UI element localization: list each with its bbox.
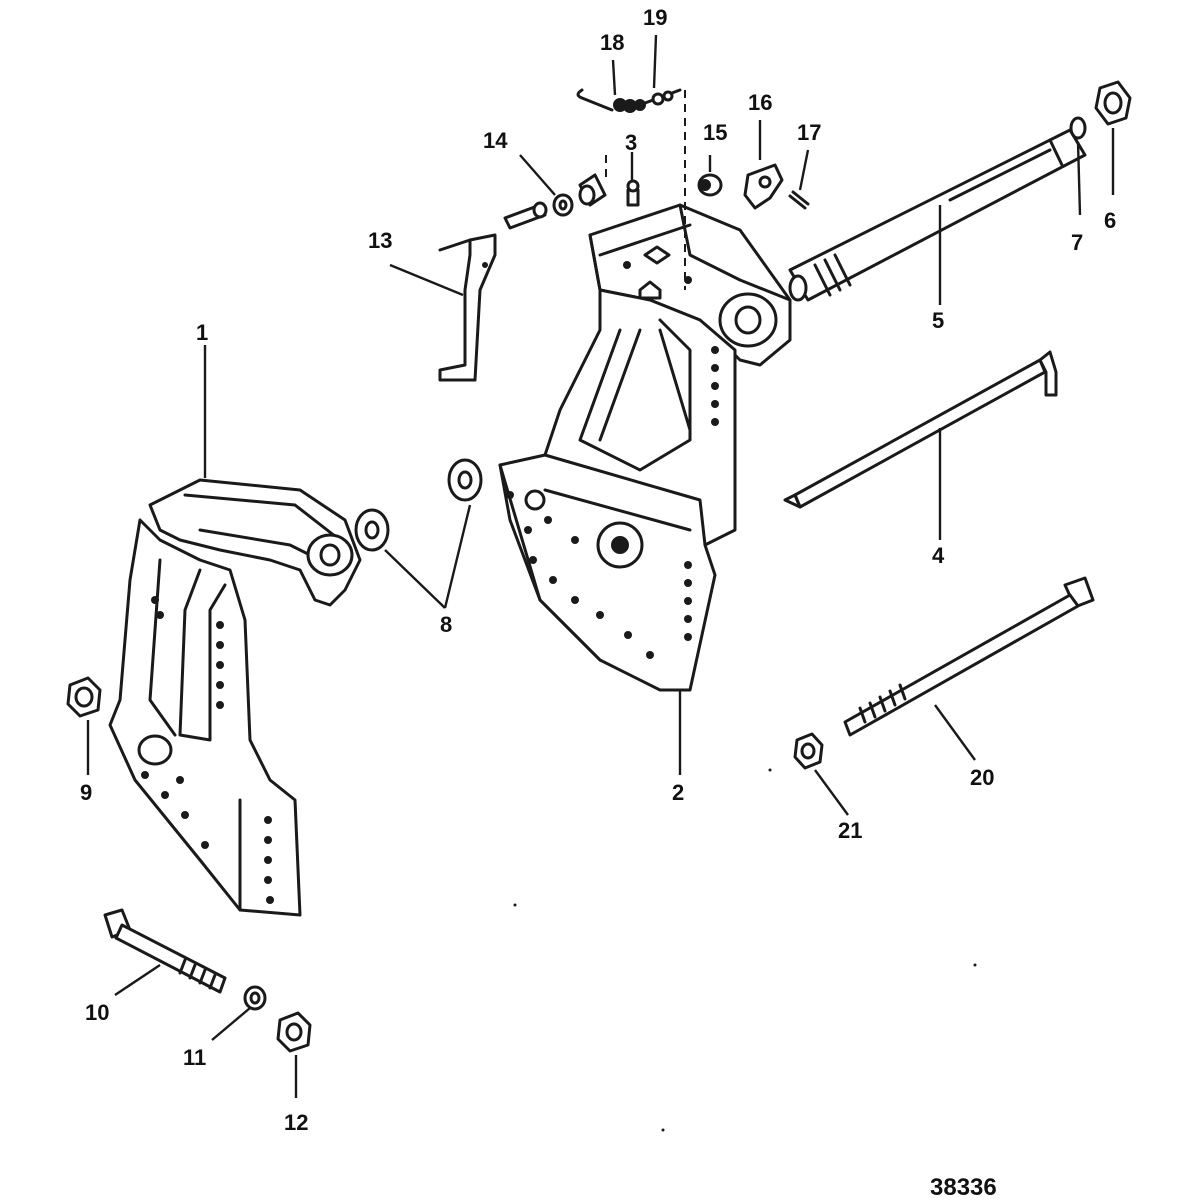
cotter-pin-17-part xyxy=(788,190,810,210)
callout-3: 3 xyxy=(625,130,637,155)
o-ring-7-part xyxy=(1069,116,1087,140)
callout-10: 10 xyxy=(85,1000,109,1025)
callout-labels: 1 2 3 4 5 6 7 8 9 10 11 12 13 14 15 16 1… xyxy=(80,5,1116,1135)
washer-8-left-part xyxy=(354,508,390,552)
callout-11: 11 xyxy=(183,1045,206,1070)
leader-lines xyxy=(86,34,1115,1098)
callout-21: 21 xyxy=(838,818,862,843)
swivel-bracket-part xyxy=(498,203,792,692)
bushing-15-part xyxy=(697,173,723,197)
callout-19: 19 xyxy=(643,5,667,30)
nut-6-part xyxy=(1094,80,1132,126)
figure-number: 38336 xyxy=(930,1174,997,1200)
bolt-20-part xyxy=(843,576,1095,737)
washer-8-right-part xyxy=(447,458,483,502)
swivel-shaft-part xyxy=(788,128,1087,302)
callout-13: 13 xyxy=(368,228,392,253)
callout-9: 9 xyxy=(80,780,92,805)
callout-7: 7 xyxy=(1071,230,1083,255)
locknut-9-part xyxy=(66,676,102,718)
callout-1: 1 xyxy=(196,320,208,345)
washer-11-part xyxy=(243,985,267,1011)
callout-20: 20 xyxy=(970,765,994,790)
callout-5: 5 xyxy=(932,308,944,333)
callout-2: 2 xyxy=(672,780,684,805)
lock-lever-16-part xyxy=(743,163,784,210)
callout-17: 17 xyxy=(797,120,821,145)
callout-12: 12 xyxy=(284,1110,308,1135)
callout-8: 8 xyxy=(440,612,452,637)
pin-19-part xyxy=(643,88,682,106)
callout-16: 16 xyxy=(748,90,772,115)
callout-4: 4 xyxy=(932,543,945,568)
nut-21-part xyxy=(793,732,824,770)
callout-15: 15 xyxy=(703,120,727,145)
callout-18: 18 xyxy=(600,30,624,55)
tilt-lever-part xyxy=(438,201,548,382)
tilt-pin-part xyxy=(783,350,1058,509)
clamp-bracket-part xyxy=(108,478,362,917)
scan-speck xyxy=(973,963,977,967)
callout-6: 6 xyxy=(1104,208,1116,233)
callout-14: 14 xyxy=(483,128,508,153)
bolt-10-part xyxy=(103,908,227,994)
scan-speck xyxy=(768,768,772,772)
spring-18-part xyxy=(576,88,646,113)
washer-14-part xyxy=(552,193,574,217)
nut-12-part xyxy=(276,1011,312,1053)
scan-speck xyxy=(661,1128,665,1132)
scan-speck xyxy=(513,903,517,907)
grease-fitting-3-part xyxy=(626,179,640,207)
bushing-part xyxy=(578,173,607,207)
